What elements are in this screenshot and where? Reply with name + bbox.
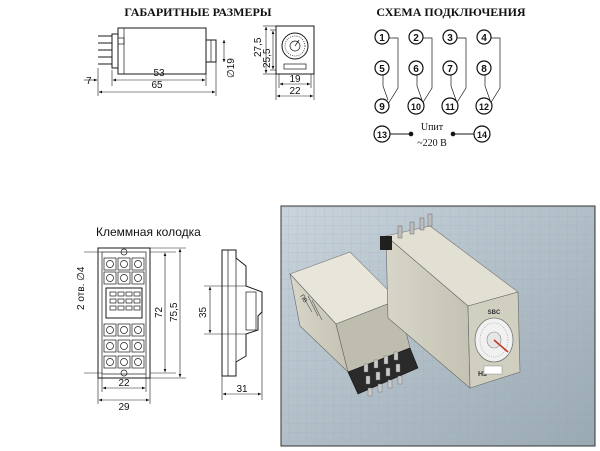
wiring-pin-3: 3 bbox=[442, 29, 458, 45]
svg-text:4: 4 bbox=[481, 33, 487, 44]
dimensions-section: ГАБАРИТНЫЕ РАЗМЕРЫ 7 53 bbox=[84, 5, 315, 100]
dim-19-diameter: ∅19 bbox=[226, 58, 237, 78]
svg-text:7: 7 bbox=[447, 64, 453, 75]
dim-65: 65 bbox=[151, 80, 163, 91]
svg-text:14: 14 bbox=[477, 130, 487, 140]
svg-text:9: 9 bbox=[379, 102, 385, 113]
terminal-block-title: Клеммная колодка bbox=[96, 225, 201, 239]
wiring-pin-10: 10 bbox=[407, 97, 425, 115]
dimensions-title: ГАБАРИТНЫЕ РАЗМЕРЫ bbox=[124, 5, 271, 19]
wiring-section: СХЕМА ПОДКЛЮЧЕНИЯ 1 2 3 4 5 6 7 8 9 10 1… bbox=[373, 5, 526, 149]
svg-text:2: 2 bbox=[413, 33, 419, 44]
dim-31: 31 bbox=[236, 384, 248, 395]
wiring-pin-14: 14 bbox=[473, 125, 491, 143]
dim-22-front: 22 bbox=[289, 86, 301, 97]
svg-text:6: 6 bbox=[413, 64, 419, 75]
socket-front-view: 2 отв. ∅4 72 75,5 22 29 bbox=[76, 247, 186, 413]
svg-text:12: 12 bbox=[479, 102, 489, 112]
svg-text:11: 11 bbox=[445, 102, 455, 112]
relay-photo: ПВ SBC Н3 bbox=[280, 205, 596, 447]
relay-right-label: Н3 bbox=[478, 371, 487, 378]
svg-text:1: 1 bbox=[379, 33, 385, 44]
supply-label: Uпит bbox=[421, 122, 444, 133]
svg-text:5: 5 bbox=[379, 64, 385, 75]
supply-value: ~220 В bbox=[417, 138, 447, 149]
wiring-pin-13: 13 bbox=[373, 125, 391, 143]
wiring-pin-9: 9 bbox=[374, 98, 390, 114]
wiring-pin-5: 5 bbox=[374, 60, 390, 76]
wiring-lines bbox=[382, 37, 501, 137]
dim-27-5: 27,5 bbox=[253, 37, 264, 57]
relay-side-view: 7 53 65 ∅19 bbox=[84, 27, 237, 96]
wiring-title: СХЕМА ПОДКЛЮЧЕНИЯ bbox=[376, 5, 526, 19]
wiring-pin-8: 8 bbox=[476, 60, 492, 76]
wiring-pin-1: 1 bbox=[374, 29, 390, 45]
wiring-pin-12: 12 bbox=[475, 97, 493, 115]
dim-29: 29 bbox=[118, 402, 130, 413]
dim-22-socket: 22 bbox=[118, 378, 130, 389]
wiring-pin-6: 6 bbox=[408, 60, 424, 76]
socket-side-view: 35 31 bbox=[198, 249, 263, 400]
dim-holes: 2 отв. ∅4 bbox=[76, 266, 87, 310]
wiring-pin-7: 7 bbox=[442, 60, 458, 76]
svg-text:3: 3 bbox=[447, 33, 453, 44]
dim-72: 72 bbox=[154, 306, 165, 318]
dim-35: 35 bbox=[198, 306, 209, 318]
dim-75-5: 75,5 bbox=[169, 302, 180, 322]
relay-right-photo: SBC Н3 bbox=[380, 213, 521, 389]
svg-text:13: 13 bbox=[377, 130, 387, 140]
svg-text:10: 10 bbox=[411, 102, 421, 112]
wiring-pin-4: 4 bbox=[476, 29, 492, 45]
relay-front-view: 27,5 25,5 19 22 bbox=[253, 25, 315, 100]
wiring-pin-11: 11 bbox=[441, 97, 459, 115]
dim-7: 7 bbox=[86, 76, 92, 87]
relay-left-label: ПВ bbox=[298, 294, 308, 304]
relay-right-brand: SBC bbox=[488, 310, 501, 316]
socket-section: Клеммная колодка bbox=[76, 225, 263, 413]
dim-53: 53 bbox=[153, 68, 165, 79]
svg-text:8: 8 bbox=[481, 64, 487, 75]
dim-19-front: 19 bbox=[289, 74, 301, 85]
dim-25-5: 25,5 bbox=[262, 48, 273, 68]
wiring-pin-2: 2 bbox=[408, 29, 424, 45]
